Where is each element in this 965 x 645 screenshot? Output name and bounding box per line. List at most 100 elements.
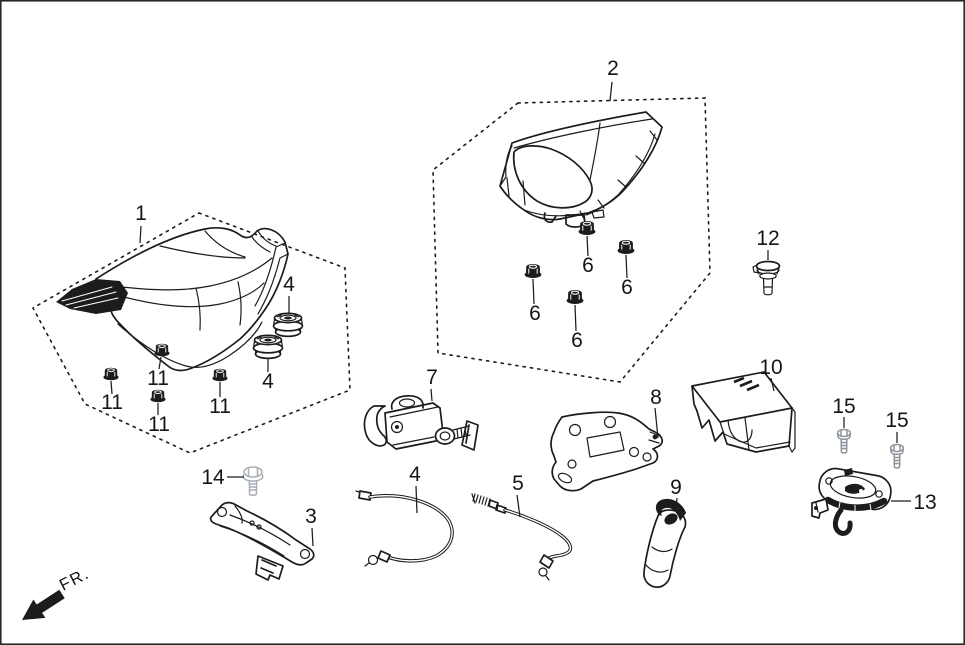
callout-part-11: 11 bbox=[147, 367, 169, 390]
plate-hole bbox=[568, 423, 582, 437]
cowl-top-ridge bbox=[513, 118, 653, 149]
cowl-bottom-bracket bbox=[591, 209, 605, 219]
callout-part-2: 2 bbox=[607, 57, 619, 80]
lock-clevis-pin bbox=[814, 506, 818, 510]
leader-6a bbox=[532, 278, 535, 305]
callout-part-4: 4 bbox=[262, 370, 274, 393]
part-8-bracket-plate bbox=[550, 411, 663, 492]
lock-inner-ring bbox=[829, 475, 877, 499]
flange-bolt-icon bbox=[836, 428, 852, 454]
leader-6d bbox=[625, 254, 628, 279]
callout-part-3: 3 bbox=[305, 505, 317, 528]
screw14-shaft bbox=[248, 479, 258, 496]
leader-11a bbox=[110, 380, 113, 395]
flange-bolt-icon bbox=[889, 443, 905, 469]
cover-grip-hatch bbox=[733, 376, 760, 392]
part-5-cable bbox=[471, 493, 573, 581]
cable4-end-ring bbox=[367, 554, 379, 566]
seat-seam-lower bbox=[123, 282, 265, 308]
callouts: 1 2 4 4 11 11 11 11 6 6 6 6 12 7 10 8 15… bbox=[101, 57, 937, 528]
lock-hook-arm bbox=[832, 507, 853, 536]
latch-roller-core bbox=[439, 431, 451, 441]
leader-9 bbox=[675, 497, 678, 512]
callout-part-11: 11 bbox=[101, 391, 123, 414]
flange-nut-icon bbox=[211, 368, 229, 382]
latch-pivot bbox=[390, 420, 404, 434]
cowl-bottom-flange bbox=[523, 209, 587, 217]
seat-nose bbox=[56, 279, 128, 314]
leader-8 bbox=[654, 407, 659, 439]
cable4-end-barrel bbox=[377, 550, 391, 563]
seat-top-contours bbox=[159, 230, 246, 259]
callout-part-7: 7 bbox=[426, 366, 438, 389]
leader-2 bbox=[609, 81, 613, 102]
lock-top-tab bbox=[844, 468, 853, 476]
callout-part-4: 4 bbox=[283, 273, 295, 296]
cover-right-flange bbox=[788, 407, 796, 453]
callout-part-6: 6 bbox=[529, 302, 541, 325]
plate-hole bbox=[628, 446, 640, 458]
flange-nut-icon bbox=[524, 263, 542, 279]
callout-part-11: 11 bbox=[148, 413, 170, 436]
latch-tab bbox=[390, 394, 424, 410]
screw14-head-facets bbox=[247, 467, 259, 477]
rivet-collar bbox=[759, 272, 777, 280]
screw14-head bbox=[243, 466, 263, 478]
cable4-sheath-core bbox=[369, 495, 453, 562]
rivet-tab bbox=[752, 264, 760, 274]
cable5-sheath-core bbox=[504, 509, 572, 560]
callout-part-6: 6 bbox=[621, 276, 633, 299]
latch-pivot-pin bbox=[395, 425, 399, 429]
lock-cam-pin bbox=[859, 489, 863, 493]
cover-front-face bbox=[691, 385, 793, 453]
fr-indicator: FR. bbox=[22, 564, 93, 620]
callout-part-5: 5 bbox=[512, 472, 524, 495]
cowl-top-seam bbox=[589, 122, 601, 181]
latch-body-lines bbox=[389, 406, 439, 446]
cable5-adjuster-threads bbox=[471, 493, 491, 507]
cover-u-cut bbox=[727, 419, 753, 443]
cable5-adjuster-nut bbox=[488, 499, 507, 514]
part-7-seat-latch bbox=[363, 394, 479, 451]
flange-nut-icon bbox=[102, 367, 120, 381]
seat-skirt-line bbox=[117, 321, 263, 368]
plate-clip-pin bbox=[652, 434, 658, 440]
boot-collar bbox=[655, 498, 686, 521]
callout-part-4: 4 bbox=[409, 463, 421, 486]
plate-slot bbox=[557, 472, 573, 484]
leader-6c bbox=[586, 235, 589, 257]
leader-11b bbox=[158, 356, 162, 370]
flange-nut-icon bbox=[617, 239, 635, 255]
lock-screw-hole bbox=[875, 490, 883, 498]
boot-opening bbox=[664, 513, 678, 525]
part-13-seat-lock bbox=[811, 467, 892, 536]
leader-1 bbox=[139, 225, 142, 244]
seat-nose-highlights bbox=[61, 286, 119, 309]
cable5-end-barrel bbox=[539, 554, 554, 569]
cowl-teardrop-seam bbox=[512, 145, 593, 209]
front-direction-arrow-icon bbox=[22, 589, 65, 620]
part-12-fastener bbox=[752, 260, 781, 296]
callout-part-6: 6 bbox=[582, 254, 594, 277]
callout-part-10: 10 bbox=[759, 356, 782, 379]
callout-part-8: 8 bbox=[650, 386, 662, 409]
seat-rear-panel bbox=[254, 242, 289, 315]
callout-part-1: 1 bbox=[135, 202, 147, 225]
callout-part-6: 6 bbox=[571, 329, 583, 352]
callout-part-11: 11 bbox=[209, 395, 231, 418]
fr-label: FR. bbox=[57, 564, 93, 594]
callout-part-14: 14 bbox=[201, 466, 225, 489]
part-10-cover bbox=[691, 371, 796, 453]
plate-center-hole bbox=[586, 431, 625, 458]
latch-end-plate bbox=[461, 420, 479, 451]
bracket3-foot bbox=[255, 555, 284, 581]
group-1-dashed-boundary bbox=[31, 212, 351, 454]
callout-part-13: 13 bbox=[913, 491, 936, 514]
rivet-head bbox=[755, 260, 781, 272]
latch-roller bbox=[434, 427, 456, 445]
part-3-bracket bbox=[209, 501, 315, 581]
leader-4c bbox=[415, 485, 418, 514]
